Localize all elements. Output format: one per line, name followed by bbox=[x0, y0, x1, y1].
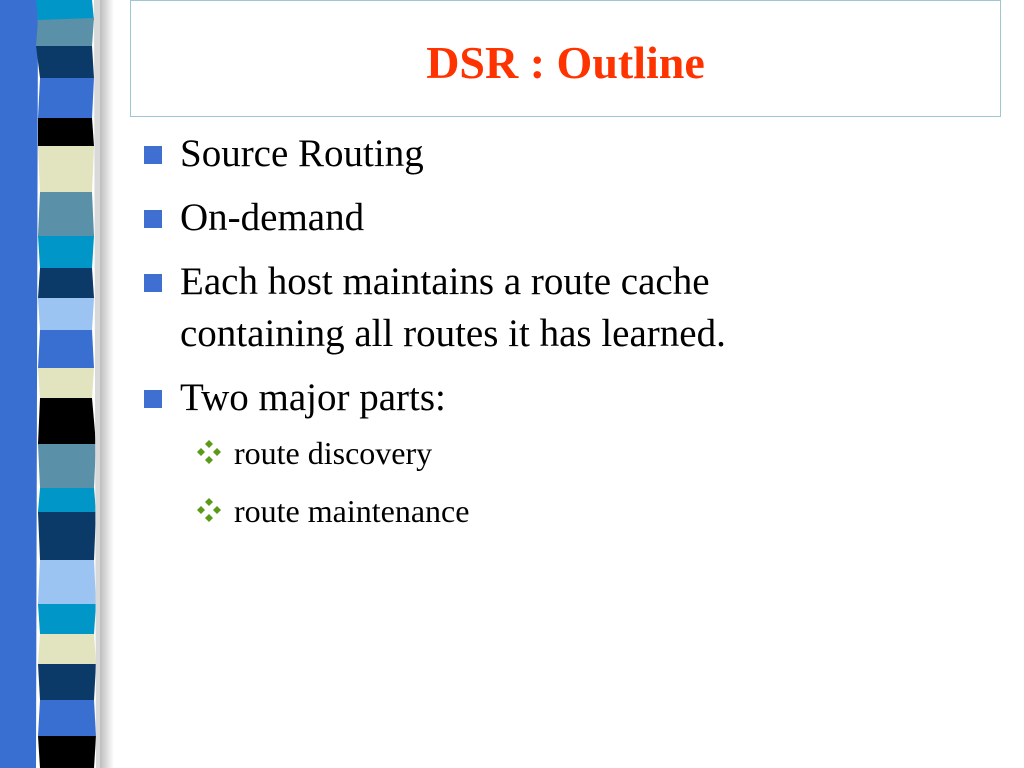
stripe-block bbox=[38, 560, 96, 604]
slide-title: DSR : Outline bbox=[426, 37, 705, 88]
stripe-block bbox=[38, 146, 94, 192]
sub-bullet-group: route discovery route maintenance bbox=[144, 432, 1004, 532]
bullet-item: Two major parts: bbox=[144, 372, 1004, 424]
stripe-block bbox=[38, 736, 96, 768]
bullet-text: Source Routing bbox=[180, 132, 424, 175]
sub-bullet-text: route maintenance bbox=[234, 493, 470, 529]
stripe-block bbox=[38, 488, 96, 512]
stripe-block bbox=[38, 444, 96, 488]
bullet-item: Source Routing bbox=[144, 128, 1004, 180]
bullet-item: On-demand bbox=[144, 192, 1004, 244]
stripe-block bbox=[36, 0, 94, 20]
stripe-left-band bbox=[0, 0, 38, 768]
sub-bullet-item: route discovery bbox=[196, 432, 1004, 474]
square-bullet-icon bbox=[144, 274, 162, 292]
stripe-block bbox=[38, 664, 96, 700]
stripe-block bbox=[36, 46, 94, 78]
stripe-block bbox=[38, 236, 94, 268]
decorative-side-stripe bbox=[0, 0, 102, 768]
square-bullet-icon bbox=[144, 390, 162, 408]
stripe-block bbox=[38, 192, 94, 236]
stripe-block bbox=[38, 512, 96, 560]
stripe-block bbox=[38, 78, 94, 118]
stripe-block bbox=[38, 634, 96, 664]
stripe-shadow bbox=[100, 0, 114, 768]
diamond-bullet-icon bbox=[197, 498, 221, 522]
bullet-list: Source Routing On-demand Each host maint… bbox=[144, 128, 1004, 548]
stripe-block bbox=[38, 298, 94, 330]
stripe-block bbox=[38, 700, 96, 736]
sub-bullet-list: route discovery route maintenance bbox=[196, 432, 1004, 532]
stripe-block bbox=[38, 268, 94, 298]
stripe-block bbox=[38, 330, 94, 368]
bullet-text: Each host maintains a route cache contai… bbox=[180, 260, 726, 355]
sub-bullet-text: route discovery bbox=[234, 435, 433, 471]
diamond-bullet-icon bbox=[197, 440, 221, 464]
stripe-block bbox=[38, 368, 94, 398]
square-bullet-icon bbox=[144, 210, 162, 228]
stripe-block bbox=[36, 18, 94, 46]
stripe-block bbox=[38, 398, 96, 444]
title-box: DSR : Outline bbox=[130, 0, 1001, 117]
bullet-text: On-demand bbox=[180, 196, 365, 239]
bullet-text: Two major parts: bbox=[180, 376, 446, 419]
stripe-block bbox=[38, 118, 94, 146]
bullet-item: Each host maintains a route cache contai… bbox=[144, 256, 1004, 360]
stripe-block bbox=[38, 604, 96, 634]
square-bullet-icon bbox=[144, 146, 162, 164]
sub-bullet-item: route maintenance bbox=[196, 490, 1004, 532]
